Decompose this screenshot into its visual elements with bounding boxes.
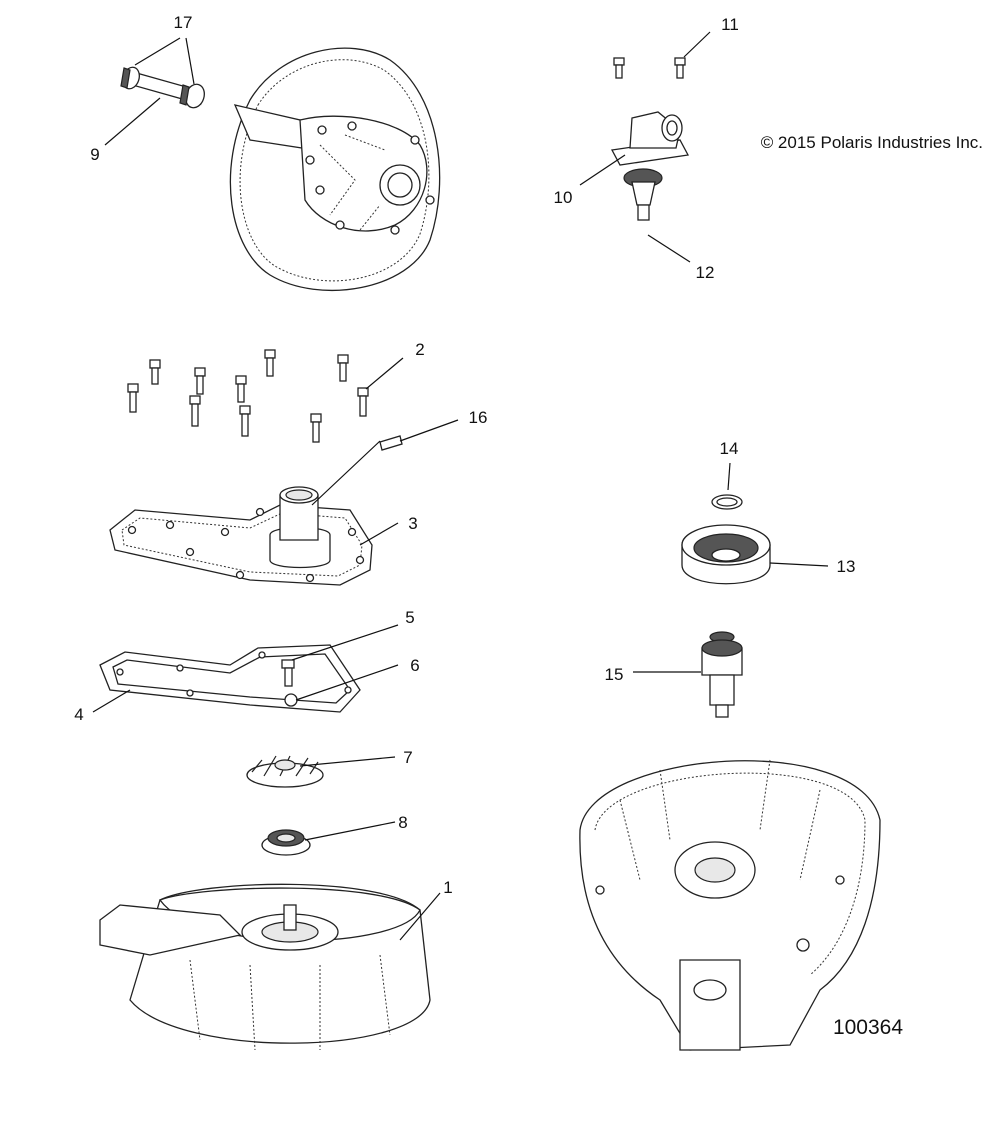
callout-11: 11 [721,15,739,34]
callout-15: 15 [605,665,624,684]
callout-17: 17 [174,13,193,32]
figure-number: 100364 [833,1016,903,1039]
callout-10: 10 [554,188,573,207]
callout-5: 5 [405,608,414,627]
part-tube [120,66,205,109]
part-gasket [99,644,361,713]
copyright-notice: © 2015 Polaris Industries Inc. [761,133,983,152]
callout-16: 16 [469,408,488,427]
callout-8: 8 [398,813,407,832]
callout-13: 13 [837,557,856,576]
callout-labels: 17 9 11 10 12 2 16 3 5 6 4 7 8 1 14 13 1… [74,13,855,897]
part-bolts-2 [127,349,369,443]
callout-2: 2 [415,340,424,359]
part-bolts-11 [613,57,686,79]
part-o-ring-14 [711,494,743,510]
part-pump-cover [109,486,373,586]
part-shaft [701,631,743,718]
part-seal [261,829,311,856]
callout-14: 14 [720,439,739,458]
part-cover-housing [229,47,441,292]
part-thermostat [623,168,663,221]
part-bolt-5 [281,659,295,687]
leader-lines [92,31,829,941]
callout-12: 12 [696,263,715,282]
callout-7: 7 [403,748,412,767]
callout-9: 9 [90,145,99,164]
part-thermostat-housing [610,111,690,166]
callout-1: 1 [443,878,452,897]
part-washer-6 [284,693,298,707]
callout-6: 6 [410,656,419,675]
callout-4: 4 [74,705,83,724]
part-main-housing [99,883,431,1051]
part-bearing [681,524,771,585]
part-dowel-pin [379,435,403,451]
part-impeller [246,755,324,788]
part-right-housing [579,759,881,1051]
callout-3: 3 [408,514,417,533]
